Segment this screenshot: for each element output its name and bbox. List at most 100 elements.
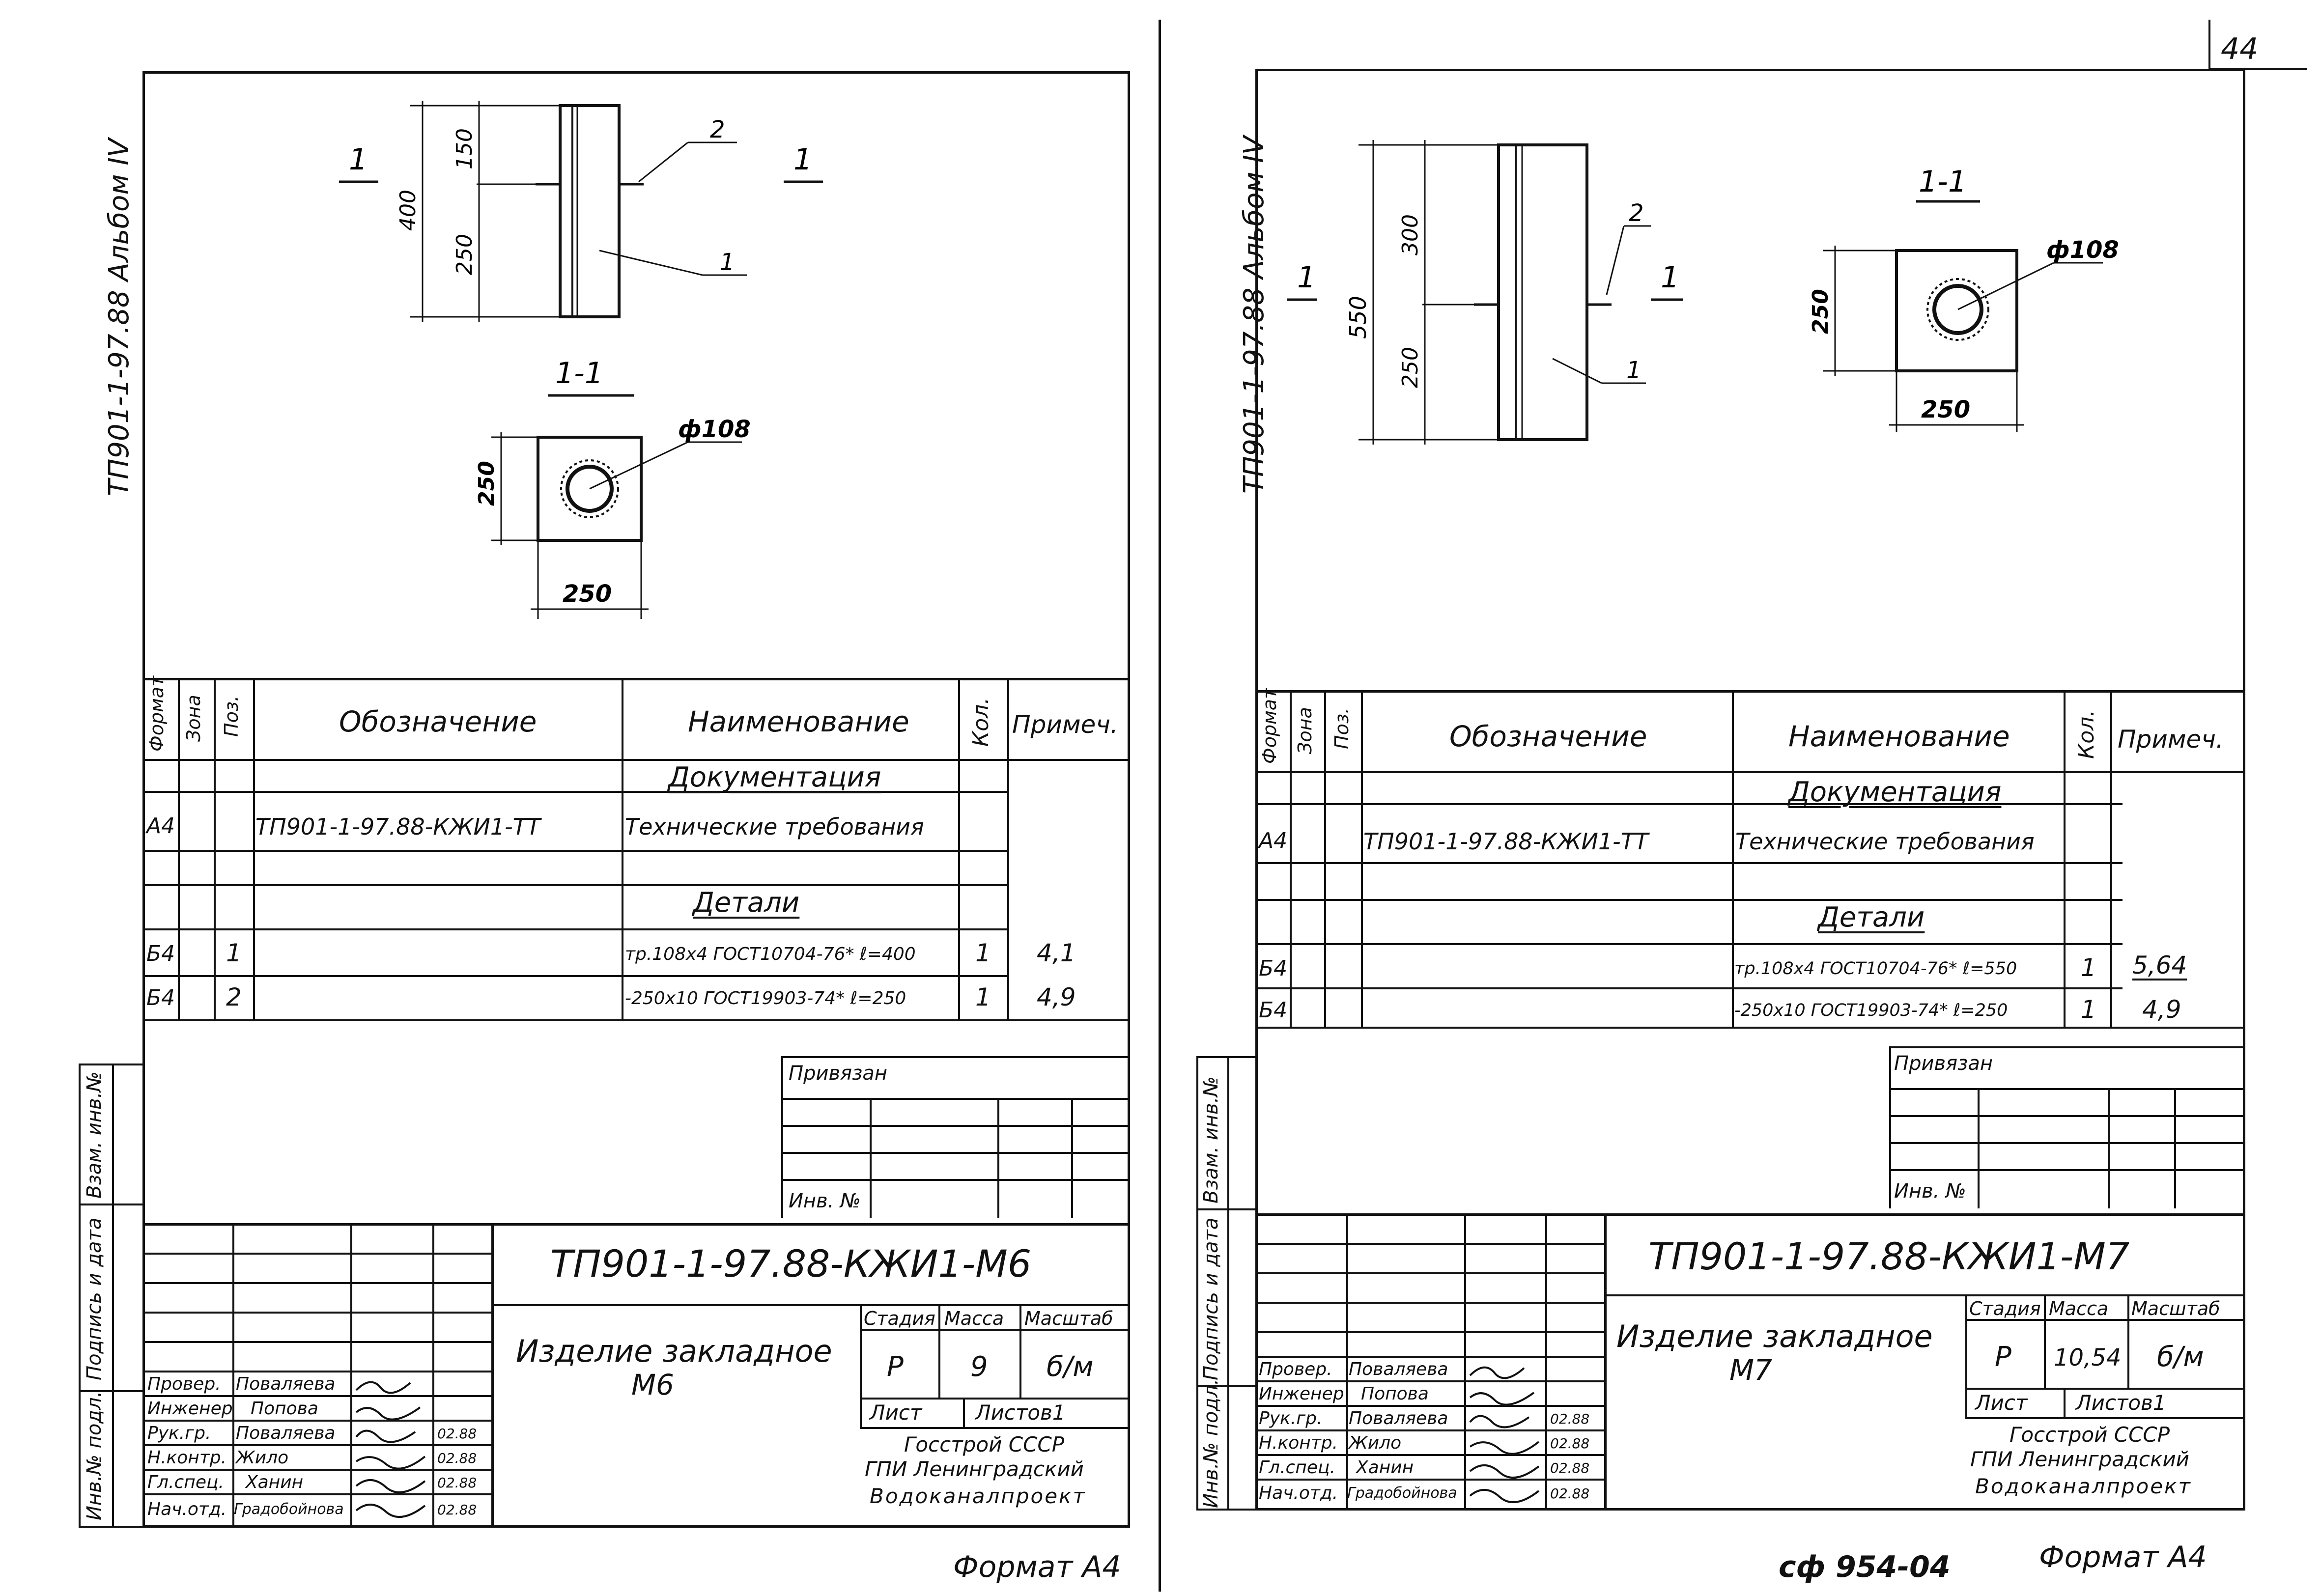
right-sheet-label: Лист: [1975, 1391, 2028, 1415]
bottom-right-format: Формат А4: [2039, 1540, 2207, 1574]
left-plate-width: 250: [563, 580, 612, 608]
right-scale: б/м: [2157, 1341, 2204, 1373]
left-signer-date-4: 02.88: [437, 1450, 477, 1466]
right-row1-designation: ТП901-1-97.88-КЖИ1-ТТ: [1363, 828, 1648, 855]
left-col-name: Наименование: [688, 705, 909, 738]
left-row1-format: А4: [146, 813, 175, 839]
left-section-parts: Детали: [693, 887, 800, 919]
right-plate-plan: [1895, 249, 2018, 372]
right-signer-role-3: Рук.гр.: [1259, 1408, 1323, 1428]
left-signer-role-6: Нач.отд.: [147, 1499, 227, 1519]
right-signer-date-6: 02.88: [1550, 1485, 1590, 1502]
right-row1-format: А4: [1259, 828, 1288, 853]
right-mass-label: Масса: [2049, 1298, 2109, 1319]
left-row2-qty: 1: [975, 939, 991, 967]
left-signer-date-5: 02.88: [437, 1475, 477, 1491]
right-signer-date-5: 02.88: [1550, 1460, 1590, 1476]
right-col-designation: Обозначение: [1449, 720, 1647, 753]
left-col-qty: Кол.: [968, 697, 993, 747]
left-binding-title: Привязан: [789, 1062, 888, 1085]
right-signer-role-1: Провер.: [1259, 1359, 1332, 1379]
left-row3-format: Б4: [146, 985, 175, 1010]
right-doc-code: ТП901-1-97.88-КЖИ1-М7: [1648, 1234, 2130, 1278]
right-signer-role-5: Гл.спец.: [1259, 1457, 1335, 1478]
left-sheet-label: Лист: [870, 1400, 922, 1425]
right-section-docs: Документация: [1788, 776, 2002, 808]
right-section-parts: Детали: [1818, 901, 1925, 933]
left-scale-label: Масштаб: [1024, 1308, 1113, 1329]
right-org-1: Госстрой СССР: [2010, 1423, 2170, 1447]
left-signer-name-6: Градобойнова: [234, 1501, 344, 1518]
left-col-pos: Поз.: [221, 695, 242, 737]
left-signatures: [355, 1381, 426, 1518]
left-signer-role-5: Гл.спец.: [147, 1472, 224, 1492]
left-signer-role-4: Н.контр.: [147, 1448, 227, 1468]
right-side-sign-date: Подпись и дата: [1200, 1217, 1222, 1380]
right-sheets-label: Листов1: [2076, 1391, 2166, 1415]
right-mass: 10,54: [2054, 1344, 2122, 1372]
right-scale-label: Масштаб: [2131, 1298, 2220, 1319]
right-plate-height: 250: [1808, 289, 1833, 334]
page-number-bracket-h: [2208, 68, 2307, 70]
right-stage: Р: [1995, 1341, 2011, 1373]
left-signer-name-4: Жило: [236, 1448, 289, 1468]
right-sheet-frame: [1255, 69, 2245, 1511]
left-row2-name: тр.108х4 ГОСТ10704-76* ℓ=400: [625, 944, 916, 964]
right-item-name-2: М7: [1729, 1353, 1772, 1387]
right-org-2: ГПИ Ленинградский: [1970, 1447, 2189, 1471]
left-drawing: 1 1 2 1 400 150 250 1-1 ф108 250 250: [339, 101, 823, 619]
right-signer-role-4: Н.контр.: [1259, 1433, 1338, 1453]
left-signer-name-5: Ханин: [246, 1472, 304, 1492]
right-row3-note: 4,9: [2142, 995, 2181, 1024]
left-signer-role-1: Провер.: [147, 1374, 221, 1394]
right-signer-name-5: Ханин: [1356, 1457, 1414, 1478]
right-signer-role-6: Нач.отд.: [1259, 1483, 1338, 1503]
right-col-pos: Поз.: [1331, 707, 1353, 749]
right-album-label: ТП901-1-97.88 Альбом IV: [1238, 136, 1270, 494]
right-stage-label: Стадия: [1969, 1298, 2041, 1319]
left-scale: б/м: [1047, 1351, 1094, 1383]
left-plate-plan: [537, 436, 643, 542]
left-pipe-diameter: ф108: [678, 416, 751, 443]
left-stage: Р: [887, 1351, 904, 1383]
bottom-code: сф 954-04: [1779, 1550, 1951, 1584]
right-col-qty: Кол.: [2074, 709, 2099, 759]
left-signer-name-1: Поваляева: [236, 1374, 336, 1394]
left-album-label: ТП901-1-97.88 Альбом IV: [103, 138, 135, 496]
left-side-inv-sub: Инв.№ подл.: [83, 1391, 106, 1520]
left-org-2: ГПИ Ленинградский: [865, 1457, 1084, 1481]
left-col-zone: Зона: [183, 695, 204, 742]
right-col-note: Примеч.: [2118, 725, 2224, 754]
right-side-inv-sub: Инв.№ подл.: [1200, 1378, 1222, 1508]
right-signer-name-3: Поваляева: [1349, 1408, 1448, 1428]
right-row3-qty: 1: [2081, 995, 2096, 1024]
left-stage-label: Стадия: [864, 1308, 935, 1329]
left-org-1: Госстрой СССР: [904, 1432, 1065, 1456]
right-col-format: Формат: [1259, 688, 1280, 764]
right-col-zone: Зона: [1294, 707, 1316, 754]
left-mass: 9: [970, 1351, 988, 1383]
left-sheets-label: Листов1: [975, 1400, 1066, 1425]
left-signer-date-3: 02.88: [437, 1426, 477, 1442]
left-signer-date-6: 02.88: [437, 1502, 477, 1518]
left-row3-qty: 1: [975, 983, 991, 1011]
left-row3-note: 4,9: [1037, 983, 1076, 1011]
left-doc-code: ТП901-1-97.88-КЖИ1-М6: [550, 1242, 1032, 1286]
right-pipe-diameter: ф108: [2046, 236, 2119, 264]
left-row2-note: 4,1: [1037, 939, 1076, 967]
right-binding-inv: Инв. №: [1894, 1180, 1966, 1203]
right-dim-top: 300: [1398, 214, 1423, 255]
right-leader-2: 2: [1629, 199, 1644, 227]
left-mass-label: Масса: [944, 1308, 1004, 1329]
left-dim-bottom: 250: [452, 234, 477, 275]
left-item-name-2: М6: [631, 1368, 674, 1401]
left-section-marker-a: 1: [349, 142, 368, 177]
left-row1-designation: ТП901-1-97.88-КЖИ1-ТТ: [255, 813, 540, 840]
left-pipe-elevation: [559, 104, 621, 318]
left-side-replace-inv: Взам. инв.№: [83, 1071, 106, 1199]
left-signer-name-3: Поваляева: [236, 1423, 336, 1443]
right-dim-total: 550: [1345, 296, 1371, 339]
right-signer-date-4: 02.88: [1550, 1435, 1590, 1452]
left-sheet-frame: [142, 71, 1130, 1528]
left-section-marker-b: 1: [793, 142, 812, 177]
